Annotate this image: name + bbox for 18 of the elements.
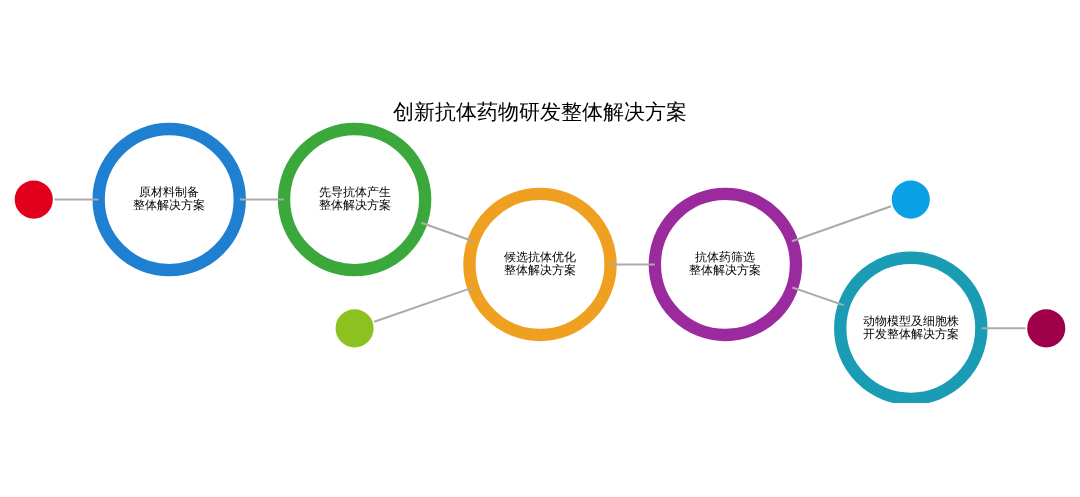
node-circle: 抗体药筛选整体解决方案 xyxy=(648,187,803,342)
node-circle: 动物模型及细胞株开发整体解决方案 xyxy=(834,251,988,403)
node-circle: 先导抗体产生整体解决方案 xyxy=(277,122,432,277)
node-circle xyxy=(11,177,56,222)
diagram-title: 创新抗体药物研发整体解决方案 xyxy=(393,99,687,124)
connector xyxy=(54,198,99,201)
connector xyxy=(981,327,1026,330)
node-circle xyxy=(332,306,377,351)
node-circle xyxy=(1024,306,1069,351)
connector xyxy=(420,221,474,243)
connector xyxy=(239,198,285,201)
connector xyxy=(610,263,655,266)
node-circle: 候选抗体优化整体解决方案 xyxy=(463,187,617,342)
connector xyxy=(373,286,474,323)
node-circle xyxy=(888,177,933,222)
node-circle: 原材料制备整体解决方案 xyxy=(92,122,246,277)
connector xyxy=(792,286,845,307)
connector xyxy=(791,205,892,243)
